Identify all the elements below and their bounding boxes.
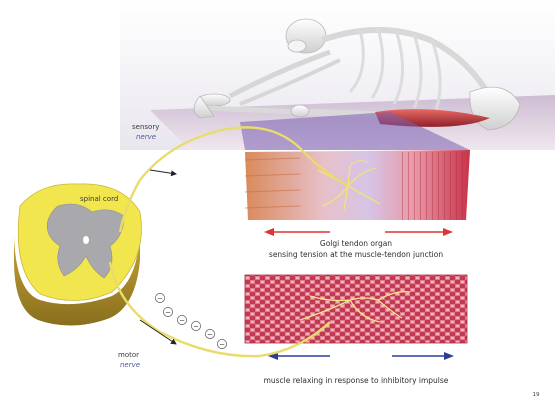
svg-text:−: − (193, 323, 199, 331)
inhibitory-sign: − (205, 329, 214, 338)
sensory-nerve-label-line2: nerve (136, 133, 156, 141)
inhibitory-sign: − (191, 321, 200, 330)
arrow-icon (150, 170, 176, 174)
inhibitory-sign: − (177, 315, 186, 324)
golgi-caption-title: Golgi tendon organ (320, 239, 392, 248)
svg-text:−: − (219, 341, 225, 349)
sensory-nerve-label: sensory (132, 123, 159, 131)
spinal-cord (14, 184, 141, 326)
golgi-caption-subtitle: sensing tension at the muscle-tendon jun… (269, 250, 443, 259)
arrow-icon (140, 320, 176, 344)
tension-arrows (264, 228, 453, 236)
svg-text:−: − (179, 317, 185, 325)
svg-text:−: − (157, 295, 163, 303)
page-number: 19 (533, 392, 540, 398)
relax-caption: muscle relaxing in response to inhibitor… (264, 376, 449, 385)
inhibitory-sign: − (163, 307, 172, 316)
svg-text:−: − (165, 309, 171, 317)
relax-arrows (268, 352, 454, 360)
motor-nerve-label: motor (118, 351, 139, 359)
motor-nerve-label-line2: nerve (120, 361, 140, 369)
inhibitory-sign: − (217, 339, 226, 348)
relaxing-muscle-closeup (245, 275, 467, 343)
svg-text:−: − (207, 331, 213, 339)
inhibitory-impulse-signs: − − − − − − (155, 293, 226, 348)
inhibitory-sign: − (155, 293, 164, 302)
golgi-tendon-closeup (245, 150, 470, 220)
spinal-cord-label: spinal cord (80, 195, 118, 203)
